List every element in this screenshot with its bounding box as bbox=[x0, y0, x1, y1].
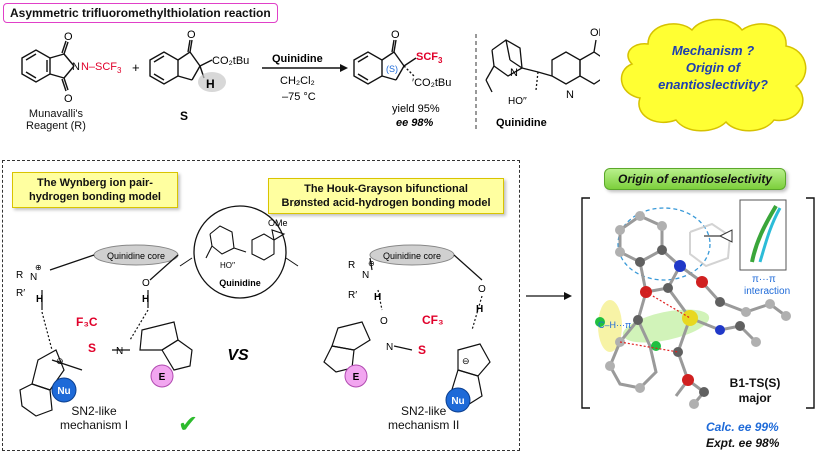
e-label-right: E bbox=[353, 372, 360, 383]
svg-text:O: O bbox=[187, 29, 196, 41]
svg-text:⊕: ⊕ bbox=[35, 263, 42, 272]
quinidine-ome-center: OMe bbox=[268, 218, 288, 228]
nu-sphere-left bbox=[51, 377, 77, 403]
ee-label: ee 98% bbox=[396, 117, 434, 129]
nu-label-left: Nu bbox=[57, 386, 70, 397]
reaction-scheme: O O NN–SCF3 + O CO₂tBu H S Quinidine CH₂… bbox=[21, 27, 600, 132]
substrate-structure bbox=[149, 39, 213, 85]
houk-model-box: The Houk-Grayson bifunctional Brønsted a… bbox=[268, 178, 504, 214]
catalyst-label: Quinidine bbox=[272, 53, 323, 65]
svg-text:O: O bbox=[380, 316, 388, 327]
svg-text:⊖: ⊖ bbox=[462, 356, 470, 366]
cloud-text: Mechanism ? Origin of enantioslectivity? bbox=[658, 43, 768, 92]
svg-text:O: O bbox=[64, 93, 73, 105]
svg-text:R: R bbox=[16, 270, 23, 281]
product-ester: ′CO₂tBu bbox=[412, 77, 451, 89]
vs-label: VS bbox=[227, 347, 249, 364]
expt-ee-label: Expt. ee 98% bbox=[706, 436, 780, 450]
product-structure bbox=[353, 39, 417, 85]
cf3-label: CF₃ bbox=[422, 313, 444, 327]
product-stereo: (S) bbox=[386, 64, 398, 74]
substrate-ester: CO₂tBu bbox=[212, 55, 249, 67]
svg-text:R: R bbox=[348, 260, 355, 271]
svg-text:R′: R′ bbox=[16, 288, 25, 299]
substrate-label: S bbox=[180, 109, 188, 123]
munavalli-reagent-structure bbox=[21, 40, 75, 92]
svg-text:H: H bbox=[36, 294, 43, 305]
quinidine-ome: OMe bbox=[590, 27, 600, 39]
calc-ee-label: Calc. ee 99% bbox=[706, 420, 779, 434]
e-sphere-left bbox=[150, 364, 174, 388]
inset-arrow bbox=[718, 229, 733, 243]
pi-pi-label: π···π bbox=[752, 274, 776, 285]
h-highlight bbox=[198, 72, 226, 92]
atom-spheres bbox=[595, 211, 791, 409]
svg-text:O: O bbox=[64, 31, 73, 43]
reaction-title: Asymmetric trifluoromethylthiolation rea… bbox=[3, 3, 278, 23]
wynberg-model-box: The Wynberg ion pair- hydrogen bonding m… bbox=[12, 172, 178, 208]
quinidine-n2: N bbox=[566, 89, 574, 101]
svg-text:⊖: ⊖ bbox=[56, 356, 64, 366]
quinidine-ho-center: HO′′ bbox=[220, 261, 236, 270]
reagent-name: Munavalli's Reagent (R) bbox=[26, 108, 86, 132]
mechanism-2-caption: SN2-like mechanism II bbox=[388, 404, 460, 432]
ch-pi-label: C–H···π bbox=[598, 320, 631, 330]
s-label-left: S bbox=[88, 341, 96, 355]
svg-text:H: H bbox=[142, 294, 149, 305]
svg-text:H: H bbox=[476, 304, 483, 315]
mechanism-1-caption: SN2-like mechanism I bbox=[60, 404, 129, 432]
s-label-right: S bbox=[418, 343, 426, 357]
interaction-label: interaction bbox=[744, 286, 790, 297]
e-label-left: E bbox=[159, 372, 166, 383]
check-mark-icon: ✔ bbox=[178, 411, 198, 438]
quinidine-label: Quinidine bbox=[496, 117, 547, 129]
reagent-n-scf3: NN–SCF3 bbox=[72, 61, 122, 75]
svg-text:R′: R′ bbox=[348, 290, 357, 301]
quinidine-structure bbox=[485, 39, 600, 93]
quinidine-n1: N bbox=[510, 67, 518, 79]
core-label-left: Quinidine core bbox=[107, 251, 165, 261]
product-scf3: SCF3 bbox=[416, 51, 443, 65]
svg-text:N: N bbox=[30, 272, 37, 283]
svg-text:⊕: ⊕ bbox=[368, 259, 375, 268]
quinidine-ho: HO′′ bbox=[508, 96, 527, 107]
solvent-label: CH₂Cl₂ bbox=[280, 75, 315, 87]
arrow-to-ts bbox=[526, 292, 572, 300]
e-sphere-right bbox=[344, 364, 368, 388]
core-label-right: Quinidine core bbox=[383, 251, 441, 261]
svg-text:H: H bbox=[374, 292, 381, 303]
origin-title-box: Origin of enantioselectivity bbox=[604, 168, 786, 190]
mechanism-diagram: Quinidine core R N ⊕ R′ H O H F₃C S N ⊖ … bbox=[16, 205, 491, 438]
transition-state-model: π···π interaction C–H···π bbox=[581, 197, 815, 409]
svg-text:O: O bbox=[391, 29, 400, 41]
ts-label-block: B1-TS(S) major bbox=[729, 376, 781, 405]
n-label-right: N bbox=[386, 342, 393, 353]
nu-sphere-right bbox=[445, 387, 471, 413]
models-panel bbox=[2, 160, 520, 451]
svg-text:O: O bbox=[478, 284, 486, 295]
svg-text:O: O bbox=[142, 278, 150, 289]
yield-label: yield 95% bbox=[392, 103, 440, 115]
substrate-h: H bbox=[206, 77, 215, 91]
quinidine-center-label: Quinidine bbox=[219, 278, 261, 288]
f3c-label: F₃C bbox=[76, 315, 98, 329]
nu-label-right: Nu bbox=[451, 396, 464, 407]
n-label-left: N bbox=[116, 346, 123, 357]
temperature-label: –75 °C bbox=[282, 91, 316, 103]
plus-sign: + bbox=[132, 60, 140, 75]
svg-text:N: N bbox=[362, 270, 369, 281]
question-cloud bbox=[620, 18, 807, 132]
pi-region bbox=[617, 207, 711, 281]
